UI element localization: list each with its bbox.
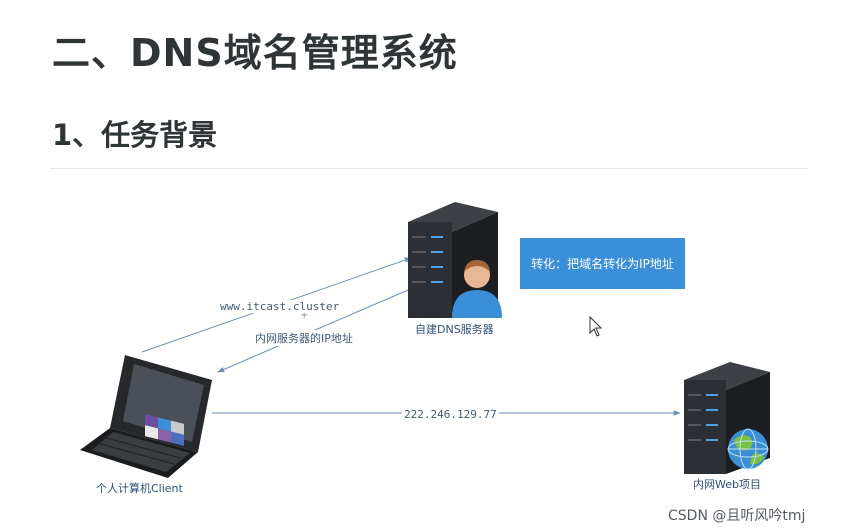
globe-icon (727, 428, 769, 470)
ip-address-label: 222.246.129.77 (402, 408, 499, 421)
user-avatar-icon (452, 260, 502, 318)
dns-server-caption: 自建DNS服务器 (415, 323, 494, 336)
title-divider (50, 168, 808, 169)
page-title: 二、DNS域名管理系统 (52, 31, 458, 75)
domain-query-label: www.itcast.cluster (220, 300, 340, 313)
section-title: 1、任务背景 (52, 118, 218, 152)
laptop-icon (80, 355, 212, 478)
conversion-note-text: 转化：把域名转化为IP地址 (531, 257, 674, 271)
crosshair-mark: + (300, 310, 308, 321)
dns-server-icon (408, 202, 498, 318)
conversion-note: 转化：把域名转化为IP地址 (520, 238, 685, 289)
client-caption: 个人计算机Client (96, 482, 183, 495)
mouse-cursor-icon (589, 315, 603, 337)
web-project-caption: 内网Web项目 (693, 478, 761, 491)
ip-reply-label: 内网服务器的IP地址 (255, 330, 353, 346)
csdn-watermark: CSDN @且听风吟tmj (668, 508, 806, 524)
